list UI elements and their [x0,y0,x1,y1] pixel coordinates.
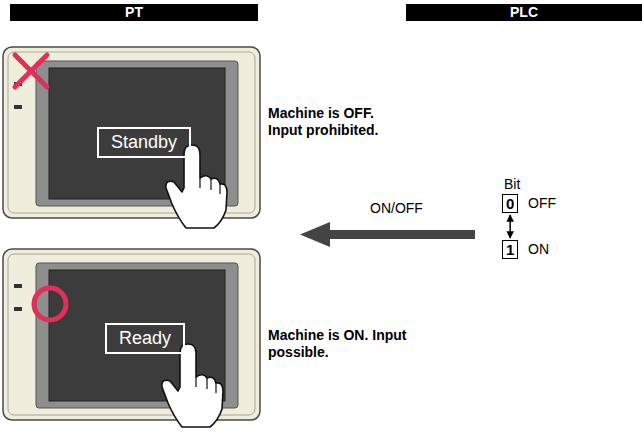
prohibited-cross [15,55,47,87]
header-bar: PT [10,4,258,21]
bit-label: Bit [504,176,520,192]
node-text: 0 [506,195,514,212]
signal-arrow [300,222,475,247]
bit-box: 0 [502,194,518,213]
state-label: OFF [528,195,556,211]
node-text: Standby [111,132,177,153]
node-text: 1 [506,241,514,258]
node-text: PLC [406,4,642,21]
header-bar: PLC [406,4,642,21]
status-note: Machine is ON. Input possible. [268,327,408,361]
screen-button: Standby [97,127,191,158]
pointing-hand [162,145,227,427]
status-note: Machine is OFF. Input prohibited. [268,105,408,139]
signal-label: ON/OFF [370,200,423,216]
connector-arrow [509,215,511,238]
node-text: PT [10,4,258,21]
node-text: Ready [119,328,171,349]
allowed-circle [34,288,66,320]
touch-panel [3,47,260,420]
screen-button: Ready [105,323,185,354]
bit-box: 1 [502,240,518,259]
state-label: ON [528,241,549,257]
